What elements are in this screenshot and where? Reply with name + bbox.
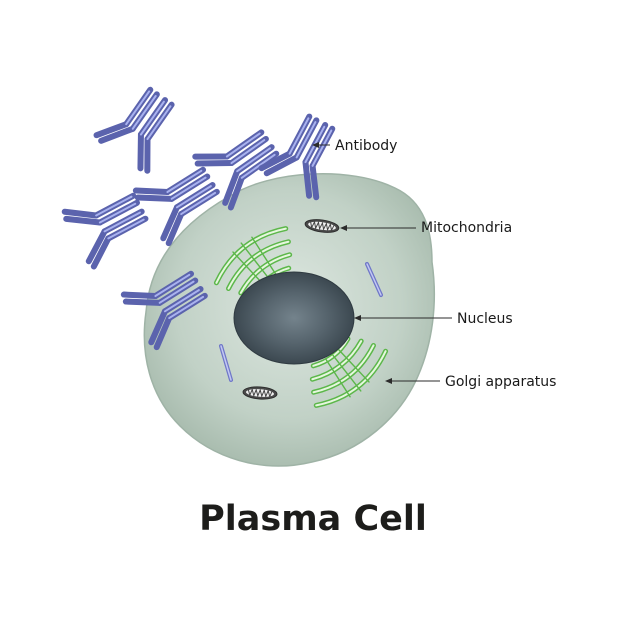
vesicle-right [365,262,383,297]
antibody-pointer [312,142,330,148]
golgi-pointer [385,378,440,384]
mitochondria-label: Mitochondria [421,220,512,236]
mitochondria-pointer [340,225,416,231]
golgi-label: Golgi apparatus [445,374,556,390]
nucleus-pointer [354,315,452,321]
nucleus [233,271,355,365]
antibody-1 [95,79,186,172]
figure-title: Plasma Cell [199,499,427,539]
vesicle-left [219,344,233,382]
nucleus-label: Nucleus [457,311,513,327]
antibody-label: Antibody [335,138,397,154]
